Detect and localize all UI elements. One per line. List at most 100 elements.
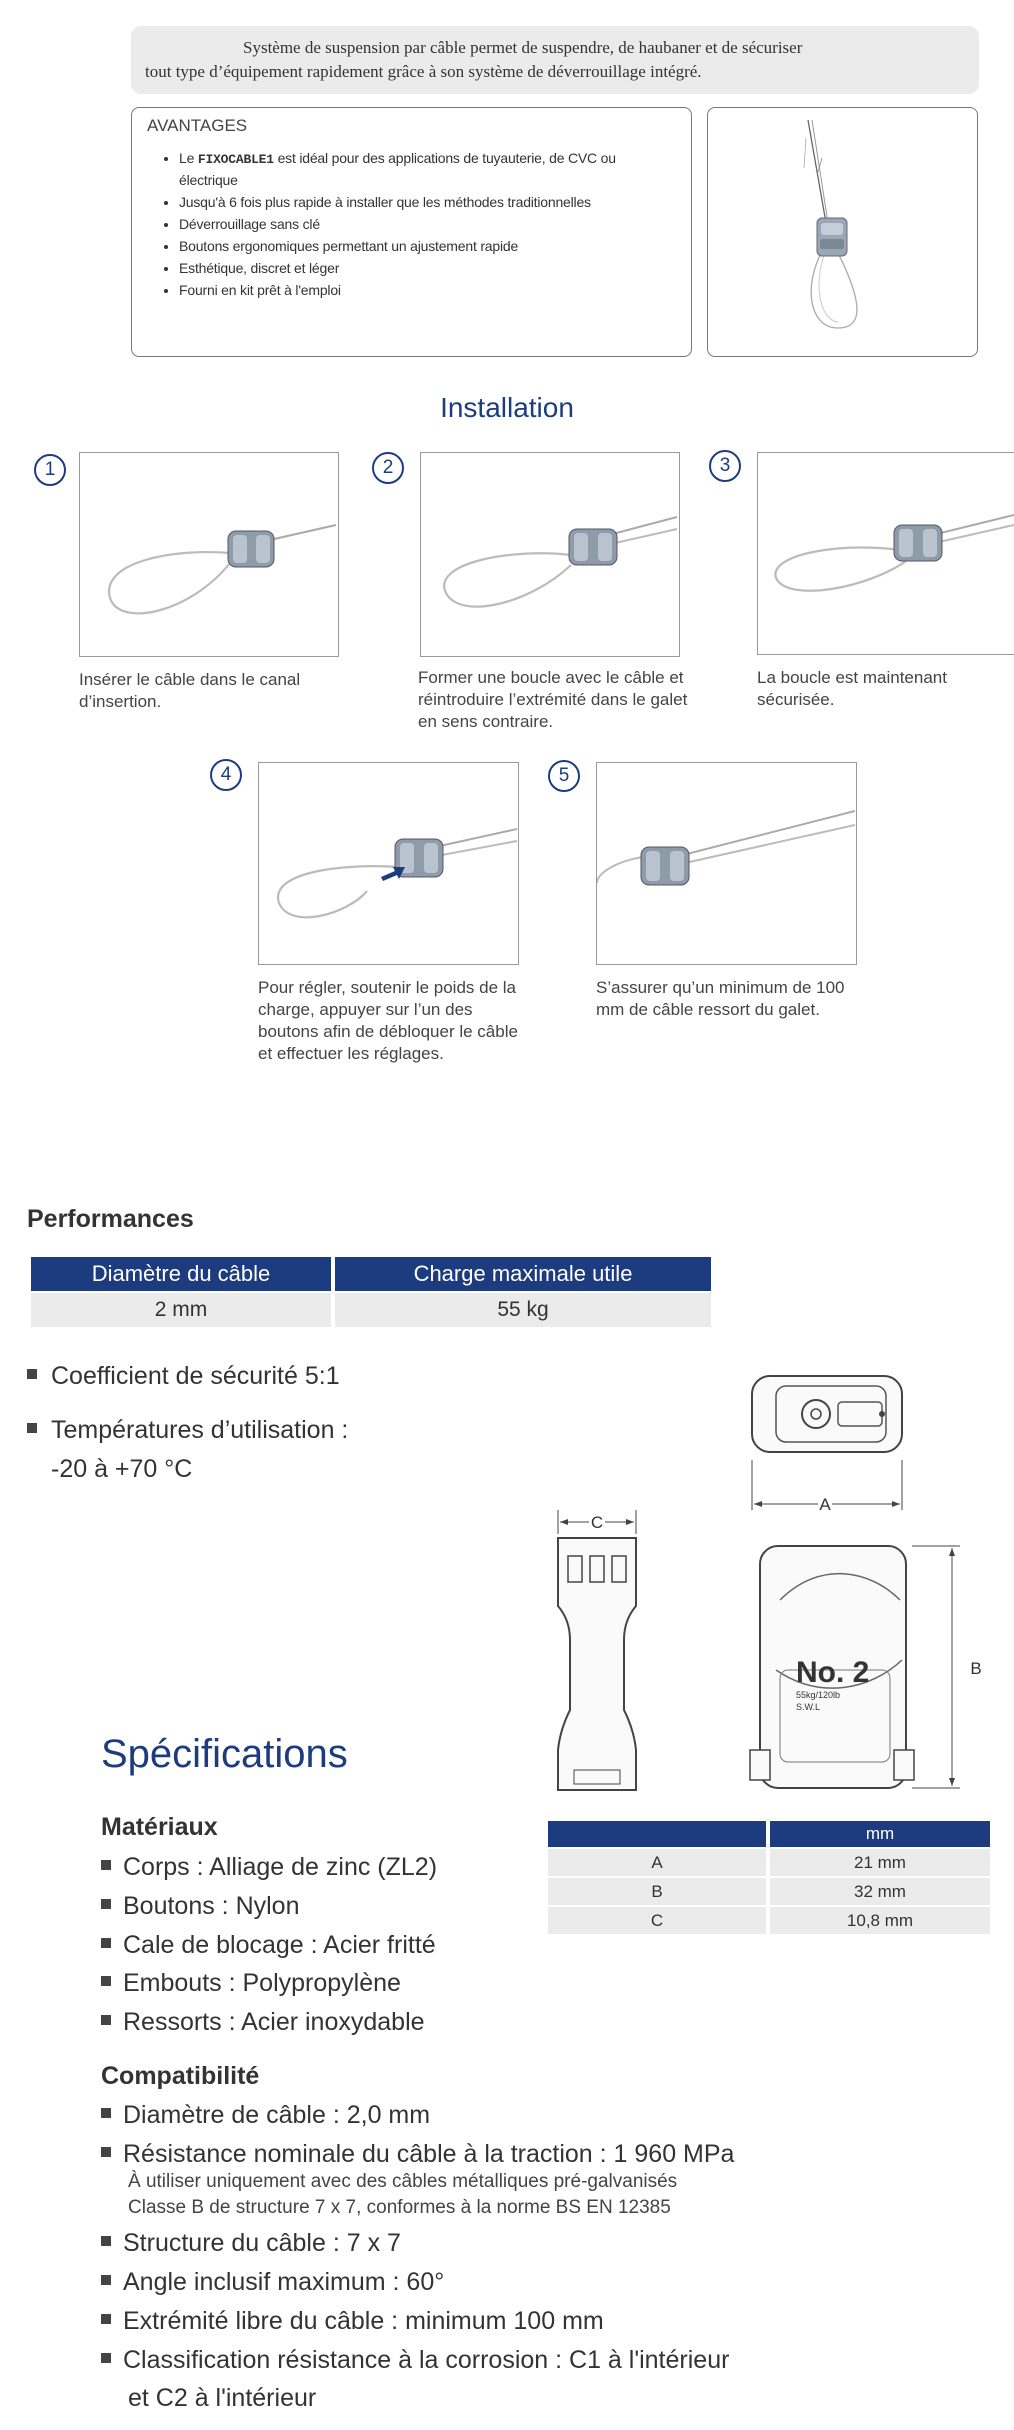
perf-cell-diameter: 2 mm (31, 1293, 331, 1327)
specifications-title: Spécifications (101, 1732, 348, 1776)
compat-item: Angle inclusif maximum : 60° (101, 2268, 444, 2297)
bullet-square (101, 2015, 111, 2026)
safety-factor-bullet: Coefficient de sécurité 5:1 (27, 1362, 340, 1391)
step-image-4 (258, 762, 519, 965)
compat-item: Classification résistance à la corrosion… (101, 2346, 729, 2375)
dims-row-value: 10,8 mm (770, 1907, 990, 1934)
advantages-list: Le FIXOCABLE1 est idéal pour des applica… (147, 148, 676, 301)
material-item: Corps : Alliage de zinc (ZL2) (101, 1853, 437, 1882)
advantages-item: Jusqu'à 6 fois plus rapide à installer q… (179, 192, 676, 213)
material-item: Cale de blocage : Acier fritté (101, 1931, 436, 1960)
step-number-5: 5 (548, 760, 580, 792)
step-image-3 (757, 452, 1014, 655)
dim-label-a: A (819, 1495, 831, 1514)
safety-factor-text: Coefficient de sécurité 5:1 (51, 1362, 340, 1390)
advantages-title: AVANTAGES (147, 116, 248, 135)
advantages-item: Boutons ergonomiques permettant un ajust… (179, 236, 676, 257)
material-item: Boutons : Nylon (101, 1892, 300, 1921)
material-text: Cale de blocage : Acier fritté (123, 1931, 436, 1959)
step-caption-2: Former une boucle avec le câble et réint… (418, 668, 688, 731)
compat-text: Angle inclusif maximum : 60° (123, 2268, 445, 2296)
bullet-square (101, 2236, 111, 2247)
advantage-suffix: est idéal pour des applications de tuyau… (179, 150, 616, 188)
advantages-item: Le FIXOCABLE1 est idéal pour des applica… (179, 148, 676, 191)
step-3-illustration (774, 514, 1014, 592)
advantages-box: AVANTAGES Le FIXOCABLE1 est idéal pour d… (131, 107, 692, 357)
dims-row-label: A (548, 1849, 766, 1876)
advantages-item: Fourni en kit prêt à l'emploi (179, 280, 676, 301)
installation-title: Installation (440, 392, 574, 423)
perf-cell-load: 55 kg (335, 1293, 711, 1327)
intro-line-1: Système de suspension par câble permet d… (243, 38, 803, 57)
step-image-5 (596, 762, 857, 965)
brand-name: FIXOCABLE1 (197, 152, 274, 167)
press-arrow-icon (381, 867, 405, 881)
advantages-item: Déverrouillage sans clé (179, 214, 676, 235)
bullet-square (101, 2147, 111, 2158)
step-5-illustration (596, 810, 856, 886)
part-number-text: No. 2 (796, 1656, 869, 1689)
compat-text: Structure du câble : 7 x 7 (123, 2229, 401, 2257)
step-number-3: 3 (709, 450, 741, 482)
step-image-2 (420, 452, 680, 657)
step-caption-5: S’assurer qu’un minimum de 100 mm de câb… (596, 978, 845, 1019)
compat-item: Résistance nominale du câble à la tracti… (101, 2140, 734, 2169)
material-text: Embouts : Polypropylène (123, 1969, 401, 1997)
bullet-square (101, 1899, 111, 1910)
step-caption-3: La boucle est maintenant sécurisée. (757, 668, 947, 709)
bullet-square (101, 2275, 111, 2286)
compat-text: Extrémité libre du câble : minimum 100 m… (123, 2307, 604, 2335)
dimension-drawing: A No. 2 55kg/120lb S.W.L B C (557, 1375, 982, 1791)
intro-banner: Système de suspension par câble permet d… (131, 26, 979, 94)
temperature-bullet: Températures d’utilisation : (27, 1416, 348, 1445)
bullet-square (27, 1369, 37, 1380)
material-item: Ressorts : Acier inoxydable (101, 2008, 425, 2037)
advantage-prefix: Le (179, 150, 198, 166)
compat-text: Diamètre de câble : 2,0 mm (123, 2101, 431, 2129)
material-text: Corps : Alliage de zinc (ZL2) (123, 1853, 438, 1881)
step-number-1: 1 (34, 454, 66, 486)
intro-line-2: tout type d’équipement rapidement grâce … (145, 62, 702, 81)
step-number-4: 4 (210, 759, 242, 791)
dims-header-unit: mm (770, 1821, 990, 1847)
compat-note-1: À utiliser uniquement avec des câbles mé… (128, 2171, 678, 2192)
bullet-square (101, 2314, 111, 2325)
bullet-square (27, 1423, 37, 1434)
dims-row-label: C (548, 1907, 766, 1934)
step-caption-4: Pour régler, soutenir le poids de la cha… (258, 978, 518, 1063)
part-swl-text: S.W.L (796, 1702, 820, 1712)
material-text: Boutons : Nylon (123, 1892, 300, 1920)
dims-row-value: 21 mm (770, 1849, 990, 1876)
material-text: Ressorts : Acier inoxydable (123, 2008, 425, 2036)
material-item: Embouts : Polypropylène (101, 1969, 401, 1998)
perf-header-load: Charge maximale utile (335, 1257, 711, 1291)
compat-text: Résistance nominale du câble à la tracti… (123, 2140, 735, 2168)
temperature-range: -20 à +70 °C (51, 1455, 193, 1483)
compat-item: Extrémité libre du câble : minimum 100 m… (101, 2307, 604, 2336)
dim-label-c: C (591, 1513, 603, 1532)
product-cable-illustration (803, 119, 858, 329)
materials-title: Matériaux (101, 1813, 218, 1841)
dim-label-b: B (970, 1659, 981, 1678)
compatibility-title: Compatibilité (101, 2062, 260, 2090)
part-load-text: 55kg/120lb (796, 1690, 840, 1700)
bullet-square (101, 1860, 111, 1871)
dims-header-blank (548, 1821, 766, 1847)
bullet-square (101, 1938, 111, 1949)
bullet-square (101, 1976, 111, 1987)
technical-drawing: A No. 2 55kg/120lb S.W.L B C (540, 1370, 1014, 1800)
dimensions-table: mm A 21 mm B 32 mm C 10,8 mm (544, 1819, 994, 1936)
dims-row-label: B (548, 1878, 766, 1905)
performances-table: Diamètre du câble Charge maximale utile … (27, 1255, 715, 1329)
bullet-square (101, 2108, 111, 2119)
compat-text: Classification résistance à la corrosion… (123, 2346, 730, 2374)
performances-title: Performances (27, 1205, 194, 1233)
compat-item-continued: et C2 à l'intérieur (128, 2384, 317, 2412)
step-caption-1: Insérer le câble dans le canal d’inserti… (79, 670, 301, 711)
step-image-1 (79, 452, 339, 657)
temperature-label: Températures d’utilisation : (51, 1416, 349, 1444)
compat-item: Structure du câble : 7 x 7 (101, 2229, 401, 2258)
compat-item: Diamètre de câble : 2,0 mm (101, 2101, 430, 2130)
bullet-square (101, 2353, 111, 2364)
dims-row-value: 32 mm (770, 1878, 990, 1905)
